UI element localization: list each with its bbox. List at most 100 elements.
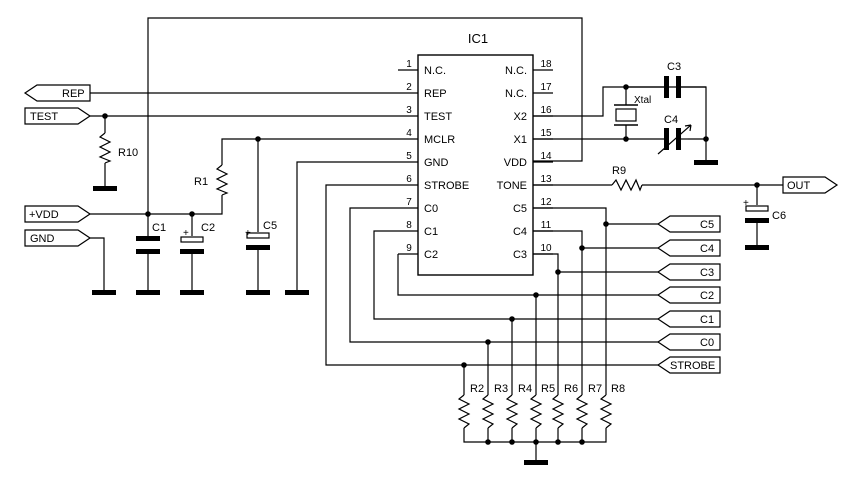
ic-pin-number: 11 [541,220,552,231]
port-rep-label: REP [62,88,85,100]
label-c5: C5 [263,220,277,232]
port-c3-label: C3 [700,267,714,279]
label-xtal: Xtal [634,95,651,106]
capacitor-c2-plate-top [180,236,204,243]
ic-pin-name: C3 [513,249,527,261]
capacitor-c5-plate-top [246,232,270,239]
capacitors [136,76,769,254]
label-c4: C4 [664,114,678,126]
ic-pin-name: C1 [424,226,438,238]
resistor-r4 [505,394,519,429]
ground-icon [136,290,160,295]
ic-pin-name: VDD [504,157,527,169]
crystal-xtal [614,104,638,126]
ic-pin-number: 17 [540,82,552,93]
ic-pin-name: STROBE [424,180,469,192]
label-c3: C3 [667,61,681,73]
label-r4: R4 [518,383,532,395]
wires [90,17,783,460]
resistor-r5 [529,394,543,429]
resistor-r7 [575,394,589,429]
ground-icon [745,245,769,250]
ports: REP TEST +VDD GND OUT C5 C4 C3 C2 C1 C0 … [23,84,839,374]
capacitor-c4-plate-left [664,128,669,150]
capacitor-c3-plate-right [676,76,681,98]
plus-c6: + [743,198,749,209]
ic-pin-number: 14 [540,151,552,162]
resistor-r6 [551,394,565,429]
label-r7: R7 [588,383,602,395]
ic-pin-number: 8 [406,220,412,231]
ic-pin-number: 16 [540,105,552,116]
ic1-title: IC1 [468,31,488,46]
ic-pin-name: REP [424,88,447,100]
plus-c2: + [183,228,189,239]
label-r5: R5 [541,383,555,395]
port-c4-label: C4 [700,243,714,255]
label-c1: C1 [152,222,166,234]
ic-pin-name: C4 [513,226,527,238]
component-labels: R10 R1 R9 C1 C2 C5 C3 C4 C6 Xtal + + + R… [118,61,786,395]
ground-icon [694,160,718,165]
ic-pin-number: 10 [540,243,552,254]
ic-pin-number: 15 [540,128,552,139]
label-r1: R1 [194,176,208,188]
ground-icon [285,290,309,295]
capacitor-c1-plate-top [136,236,160,241]
label-r8: R8 [611,383,625,395]
ic-pin-name: C0 [424,203,438,215]
port-vdd-label: +VDD [29,209,59,221]
label-r10: R10 [118,147,138,159]
capacitor-c5-plate-bottom [246,245,270,250]
port-c2-label: C2 [700,290,714,302]
ic-pin-number: 12 [540,197,552,208]
ic-pin-number: 1 [406,59,412,70]
resistor-r10 [98,132,112,164]
variable-arrow-icon [657,124,692,155]
ic-pin-number: 13 [540,174,552,185]
ic1-body [417,54,534,276]
ic-pin-number: 5 [406,151,412,162]
ic-pin-name: X2 [514,111,527,123]
ground-icon [92,290,116,295]
resistors [98,132,643,429]
label-r2: R2 [470,383,484,395]
capacitor-c2-plate-bottom [180,249,204,254]
port-c5-label: C5 [700,219,714,231]
ic-pin-name: C2 [424,249,438,261]
ic-pin-name: N.C. [424,65,446,77]
ic1-pins: 1N.C.2REP3TEST4MCLR5GND6STROBE7C08C19C21… [398,59,553,261]
label-r3: R3 [494,383,508,395]
capacitor-c1-plate-bottom [136,249,160,254]
plus-c5: + [245,228,251,239]
port-c0-label: C0 [700,337,714,349]
port-strobe-label: STROBE [670,360,715,372]
ic-pin-name: TONE [497,180,527,192]
ground-icon [246,290,270,295]
ic-pin-name: GND [424,157,449,169]
resistor-r8 [599,394,613,429]
capacitor-c6-plate-bottom [745,218,769,223]
resistor-r3 [481,394,495,429]
port-c1-label: C1 [700,314,714,326]
resistor-r1 [215,164,229,196]
label-r9: R9 [612,165,626,177]
port-out-label: OUT [787,180,811,192]
resistor-r2 [457,394,471,429]
ground-icon [524,460,548,465]
ic-pin-name: X1 [514,134,527,146]
ic-pin-name: N.C. [505,65,527,77]
ic-pin-name: TEST [424,111,452,123]
ground-symbols [92,160,769,465]
resistor-r9 [611,178,643,192]
ic-pin-number: 18 [540,59,552,70]
capacitor-c6-plate-top [745,205,769,212]
ic-pin-number: 4 [406,128,412,139]
ic-pin-name: N.C. [505,88,527,100]
ic-pin-number: 7 [406,197,412,208]
port-gnd-label: GND [30,233,55,245]
ground-icon [180,290,204,295]
ic-pin-number: 3 [406,105,412,116]
ic-pin-name: MCLR [424,134,455,146]
